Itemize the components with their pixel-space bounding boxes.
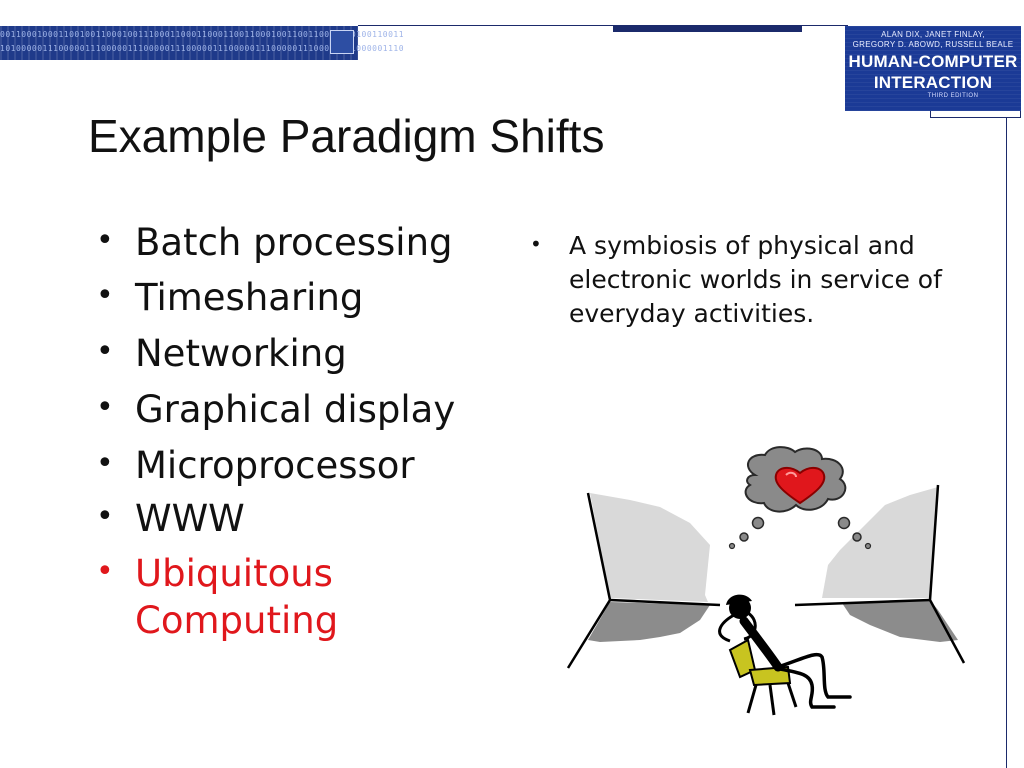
- thought-bubble: [751, 516, 765, 530]
- bullet-icon: •: [96, 499, 114, 534]
- book-authors-line1: ALAN DIX, JANET FINLAY,: [881, 30, 985, 39]
- binary-banner: 0011000100011001001100010011100011000110…: [0, 26, 405, 60]
- person-torso: [739, 616, 783, 672]
- right-wall-panel: [822, 487, 938, 598]
- book-title-line2: INTERACTION: [873, 73, 993, 92]
- list-item: • Graphical display: [96, 386, 486, 442]
- list-item-text: Networking: [135, 332, 347, 375]
- book-cover-logo: ALAN DIX, JANET FINLAY, GREGORY D. ABOWD…: [845, 26, 1021, 111]
- thought-bubble: [837, 516, 851, 530]
- bullet-icon: •: [96, 223, 114, 258]
- bullet-icon: •: [96, 554, 114, 589]
- bullet-icon: •: [96, 446, 114, 481]
- list-item-text: Graphical display: [135, 388, 456, 431]
- list-item-text: Microprocessor: [135, 444, 415, 487]
- heart-highlight: [785, 471, 797, 478]
- list-item-text: Batch processing: [135, 221, 453, 264]
- book-cover-tab: [930, 111, 1021, 118]
- right-floor-line: [794, 598, 931, 607]
- book-edition: THIRD EDITION: [927, 93, 979, 99]
- book-authors-line2: GREGORY D. ABOWD, RUSSELL BEALE: [852, 40, 1014, 49]
- binary-row: 1010000011100000111000001110000011100000…: [0, 44, 405, 53]
- thought-bubble: [852, 532, 862, 542]
- bullet-icon: •: [96, 278, 114, 313]
- list-item: • Networking: [96, 330, 486, 386]
- thought-bubble: [864, 542, 872, 550]
- list-item-text: Ubiquitous Computing: [135, 552, 339, 642]
- right-border-rule: [1006, 26, 1007, 768]
- list-item: • Microprocessor: [96, 442, 486, 495]
- list-item-text: WWW: [135, 497, 245, 540]
- side-description-text: A symbiosis of physical and electronic w…: [569, 231, 942, 328]
- list-item: • Batch processing: [96, 219, 486, 274]
- bullet-icon: •: [96, 334, 114, 369]
- list-item: • Timesharing: [96, 274, 486, 330]
- list-item-highlighted: • Ubiquitous Computing: [96, 550, 486, 644]
- side-description: • A symbiosis of physical and electronic…: [530, 229, 950, 331]
- person-legs: [776, 652, 852, 709]
- paradigm-list: • Batch processing • Timesharing • Networki…: [96, 219, 486, 644]
- circuit-icon: [330, 30, 354, 54]
- header-rule: [358, 25, 848, 26]
- bullet-icon: •: [96, 390, 114, 425]
- right-floor-shadow: [842, 600, 958, 642]
- bullet-icon: •: [530, 232, 542, 256]
- thought-bubble: [728, 542, 736, 550]
- list-item: • WWW: [96, 495, 486, 550]
- header-accent-bar: [613, 26, 802, 32]
- person-daydreaming-heart-illustration: [566, 446, 966, 716]
- person-hat: [726, 594, 752, 605]
- heart-icon: [774, 467, 826, 505]
- thought-bubble: [739, 532, 749, 542]
- left-floor-shadow: [588, 602, 710, 642]
- left-floor-line: [609, 598, 721, 607]
- slide-title: Example Paradigm Shifts: [88, 110, 605, 162]
- binary-row: 0011000100011001001100010011100011000110…: [0, 30, 405, 39]
- left-wall-panel: [590, 493, 710, 602]
- list-item-text: Timesharing: [135, 276, 364, 319]
- book-title-line1: HUMAN-COMPUTER: [848, 52, 1018, 71]
